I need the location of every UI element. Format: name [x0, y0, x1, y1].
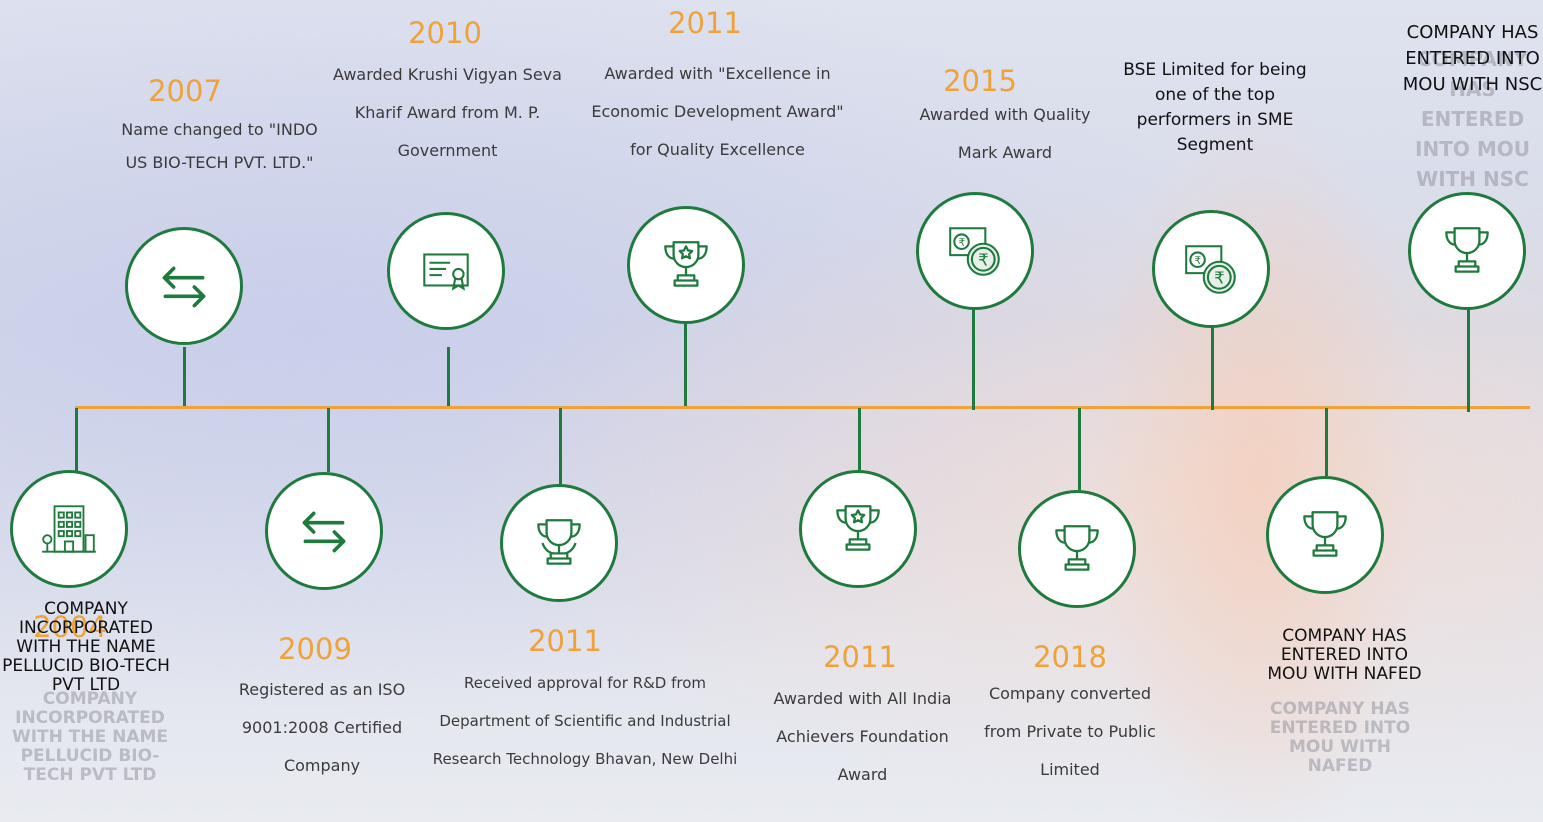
stem — [75, 408, 78, 478]
swap-arrows-icon — [162, 266, 206, 308]
ghost-text-pellucid: COMPANY INCORPORATED WITH THE NAME PELLU… — [11, 689, 169, 785]
milestone-text: Company converted from Private to Public… — [984, 684, 1156, 779]
trophy-wreath-icon — [537, 519, 581, 565]
milestone-text: Awarded with "Excellence in Economic Dev… — [591, 64, 844, 159]
milestone-text: Registered as an ISO 9001:2008 Certified… — [238, 680, 406, 775]
milestone-text: BSE Limited for being one of the top per… — [1123, 60, 1307, 155]
ghost-text-nsc: COMPANY HAS ENTERED INTO MOU WITH NSC — [1415, 47, 1530, 191]
milestone-node — [799, 470, 917, 588]
stem — [447, 347, 450, 406]
milestone-year: 2018 — [1033, 640, 1107, 674]
milestone-text: COMPANY HAS ENTERED INTO MOU WITH NSC — [1402, 22, 1543, 95]
milestone-node — [387, 212, 505, 330]
ghost-text-nafed: COMPANY HAS ENTERED INTO MOU WITH NAFED — [1269, 699, 1411, 776]
milestone-node — [627, 206, 745, 324]
milestone-text: Received approval for R&D from Departmen… — [432, 674, 738, 768]
milestone-text: Name changed to "INDO US BIO-TECH PVT. L… — [121, 120, 318, 172]
milestone-year: 2010 — [408, 16, 482, 50]
trophy-icon — [1445, 227, 1489, 273]
milestone-text: Awarded with All India Achievers Foundat… — [773, 689, 952, 784]
swap-arrows-icon — [302, 511, 346, 553]
stem — [858, 408, 861, 470]
stem — [559, 408, 562, 486]
milestone-year: 2011 — [528, 624, 602, 658]
milestone-node: ₹₹ — [1152, 210, 1270, 328]
milestone-node — [125, 227, 243, 345]
milestone-node — [10, 470, 128, 588]
milestone-node — [1018, 490, 1136, 608]
trophy-star-icon — [836, 505, 880, 551]
milestone-text: COMPANY HAS ENTERED INTO MOU WITH NAFED — [1267, 626, 1422, 684]
milestone-year: 2011 — [668, 6, 742, 40]
rupee-coin-icon: ₹₹ — [1185, 245, 1236, 294]
certificate-icon — [423, 253, 469, 291]
building-icon — [42, 505, 96, 553]
svg-text:₹: ₹ — [1214, 268, 1225, 287]
milestone-year: 2007 — [148, 74, 222, 108]
stem — [1211, 320, 1214, 410]
svg-text:₹: ₹ — [958, 238, 965, 249]
stem — [327, 408, 330, 472]
svg-text:₹: ₹ — [978, 250, 989, 269]
trophy-star-icon — [664, 241, 708, 287]
trophy-icon — [1303, 511, 1347, 557]
stem — [1325, 408, 1328, 476]
milestone-text: Awarded with Quality Mark Award — [919, 105, 1091, 162]
stem — [684, 320, 687, 406]
milestone-text: COMPANY INCORPORATED WITH THE NAME PELLU… — [2, 599, 170, 695]
milestone-node — [1266, 476, 1384, 594]
milestone-year: 2009 — [278, 632, 352, 666]
trophy-icon — [1055, 525, 1099, 571]
milestone-year: 2011 — [823, 640, 897, 674]
milestone-year: 2004 — [33, 610, 107, 644]
milestone-text: Awarded Krushi Vigyan Seva Kharif Award … — [333, 65, 562, 160]
svg-text:₹: ₹ — [1194, 256, 1201, 267]
milestone-node — [1408, 192, 1526, 310]
stem — [183, 347, 186, 406]
stem — [1078, 408, 1081, 490]
milestone-node: ₹₹ — [916, 192, 1034, 310]
stem — [1467, 300, 1470, 412]
timeline-line — [75, 406, 1530, 409]
milestone-node — [500, 484, 618, 602]
milestone-node — [265, 472, 383, 590]
rupee-coin-icon: ₹₹ — [949, 227, 1000, 276]
stem — [972, 300, 975, 410]
milestone-year: 2015 — [943, 64, 1017, 98]
